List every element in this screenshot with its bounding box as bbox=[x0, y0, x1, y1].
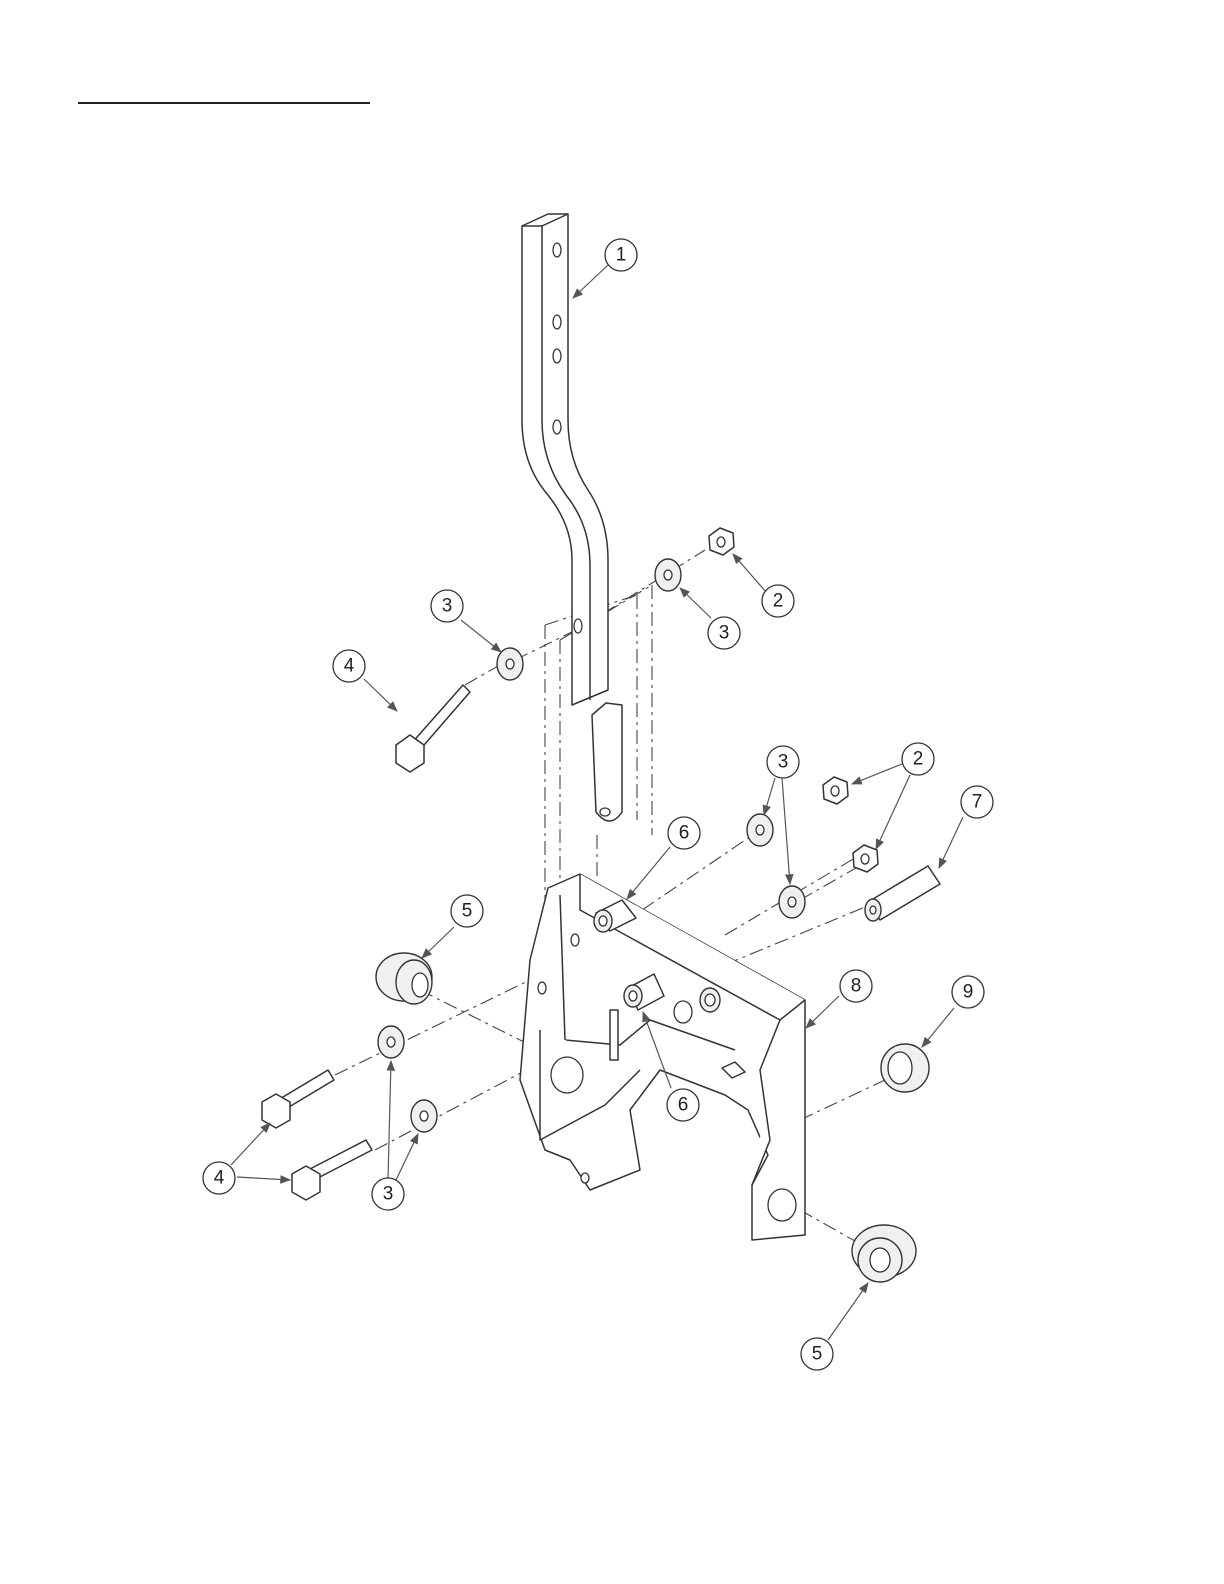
callout-7: 7 bbox=[961, 786, 993, 818]
callout-9: 9 bbox=[952, 976, 984, 1008]
bolt-upper-left bbox=[396, 685, 470, 772]
flange-bushing-left bbox=[376, 953, 432, 1004]
mounting-bracket bbox=[520, 874, 805, 1240]
callout-number: 2 bbox=[913, 749, 924, 770]
callout-number: 3 bbox=[778, 752, 789, 773]
callout-number: 3 bbox=[383, 1184, 394, 1205]
callout-5: 5 bbox=[451, 895, 483, 927]
shift-lever bbox=[522, 214, 622, 821]
callout-number: 1 bbox=[616, 245, 627, 266]
callout-number: 5 bbox=[462, 901, 473, 922]
callout-3: 3 bbox=[708, 617, 740, 649]
callout-8: 8 bbox=[840, 970, 872, 1002]
callout-number: 4 bbox=[344, 656, 355, 677]
callout-5: 5 bbox=[801, 1338, 833, 1370]
callout-number: 2 bbox=[773, 591, 784, 612]
callout-number: 8 bbox=[851, 976, 862, 997]
callout-number: 6 bbox=[679, 823, 690, 844]
callout-number: 7 bbox=[972, 792, 983, 813]
callout-6: 6 bbox=[667, 1089, 699, 1121]
flange-bushing-lower bbox=[852, 1225, 916, 1282]
bolt-lower-left-2 bbox=[292, 1140, 372, 1200]
callout-2: 2 bbox=[902, 743, 934, 775]
callout-1: 1 bbox=[605, 239, 637, 271]
flange-bushing-right bbox=[881, 1044, 929, 1092]
callout-3: 3 bbox=[372, 1178, 404, 1210]
bracket-bushing-right bbox=[700, 988, 720, 1012]
callout-4: 4 bbox=[333, 650, 365, 682]
nuts bbox=[709, 528, 878, 872]
callout-6: 6 bbox=[668, 817, 700, 849]
callout-number: 9 bbox=[963, 982, 974, 1003]
callout-3: 3 bbox=[431, 590, 463, 622]
pivot-pin bbox=[865, 866, 940, 921]
bolt-lower-left-1 bbox=[262, 1070, 334, 1128]
callout-number: 5 bbox=[812, 1344, 823, 1365]
callout-3: 3 bbox=[767, 746, 799, 778]
callout-number: 4 bbox=[214, 1168, 225, 1189]
callout-4: 4 bbox=[203, 1162, 235, 1194]
callout-number: 3 bbox=[719, 623, 730, 644]
callout-number: 3 bbox=[442, 596, 453, 617]
callout-2: 2 bbox=[762, 585, 794, 617]
callout-number: 6 bbox=[678, 1095, 689, 1116]
